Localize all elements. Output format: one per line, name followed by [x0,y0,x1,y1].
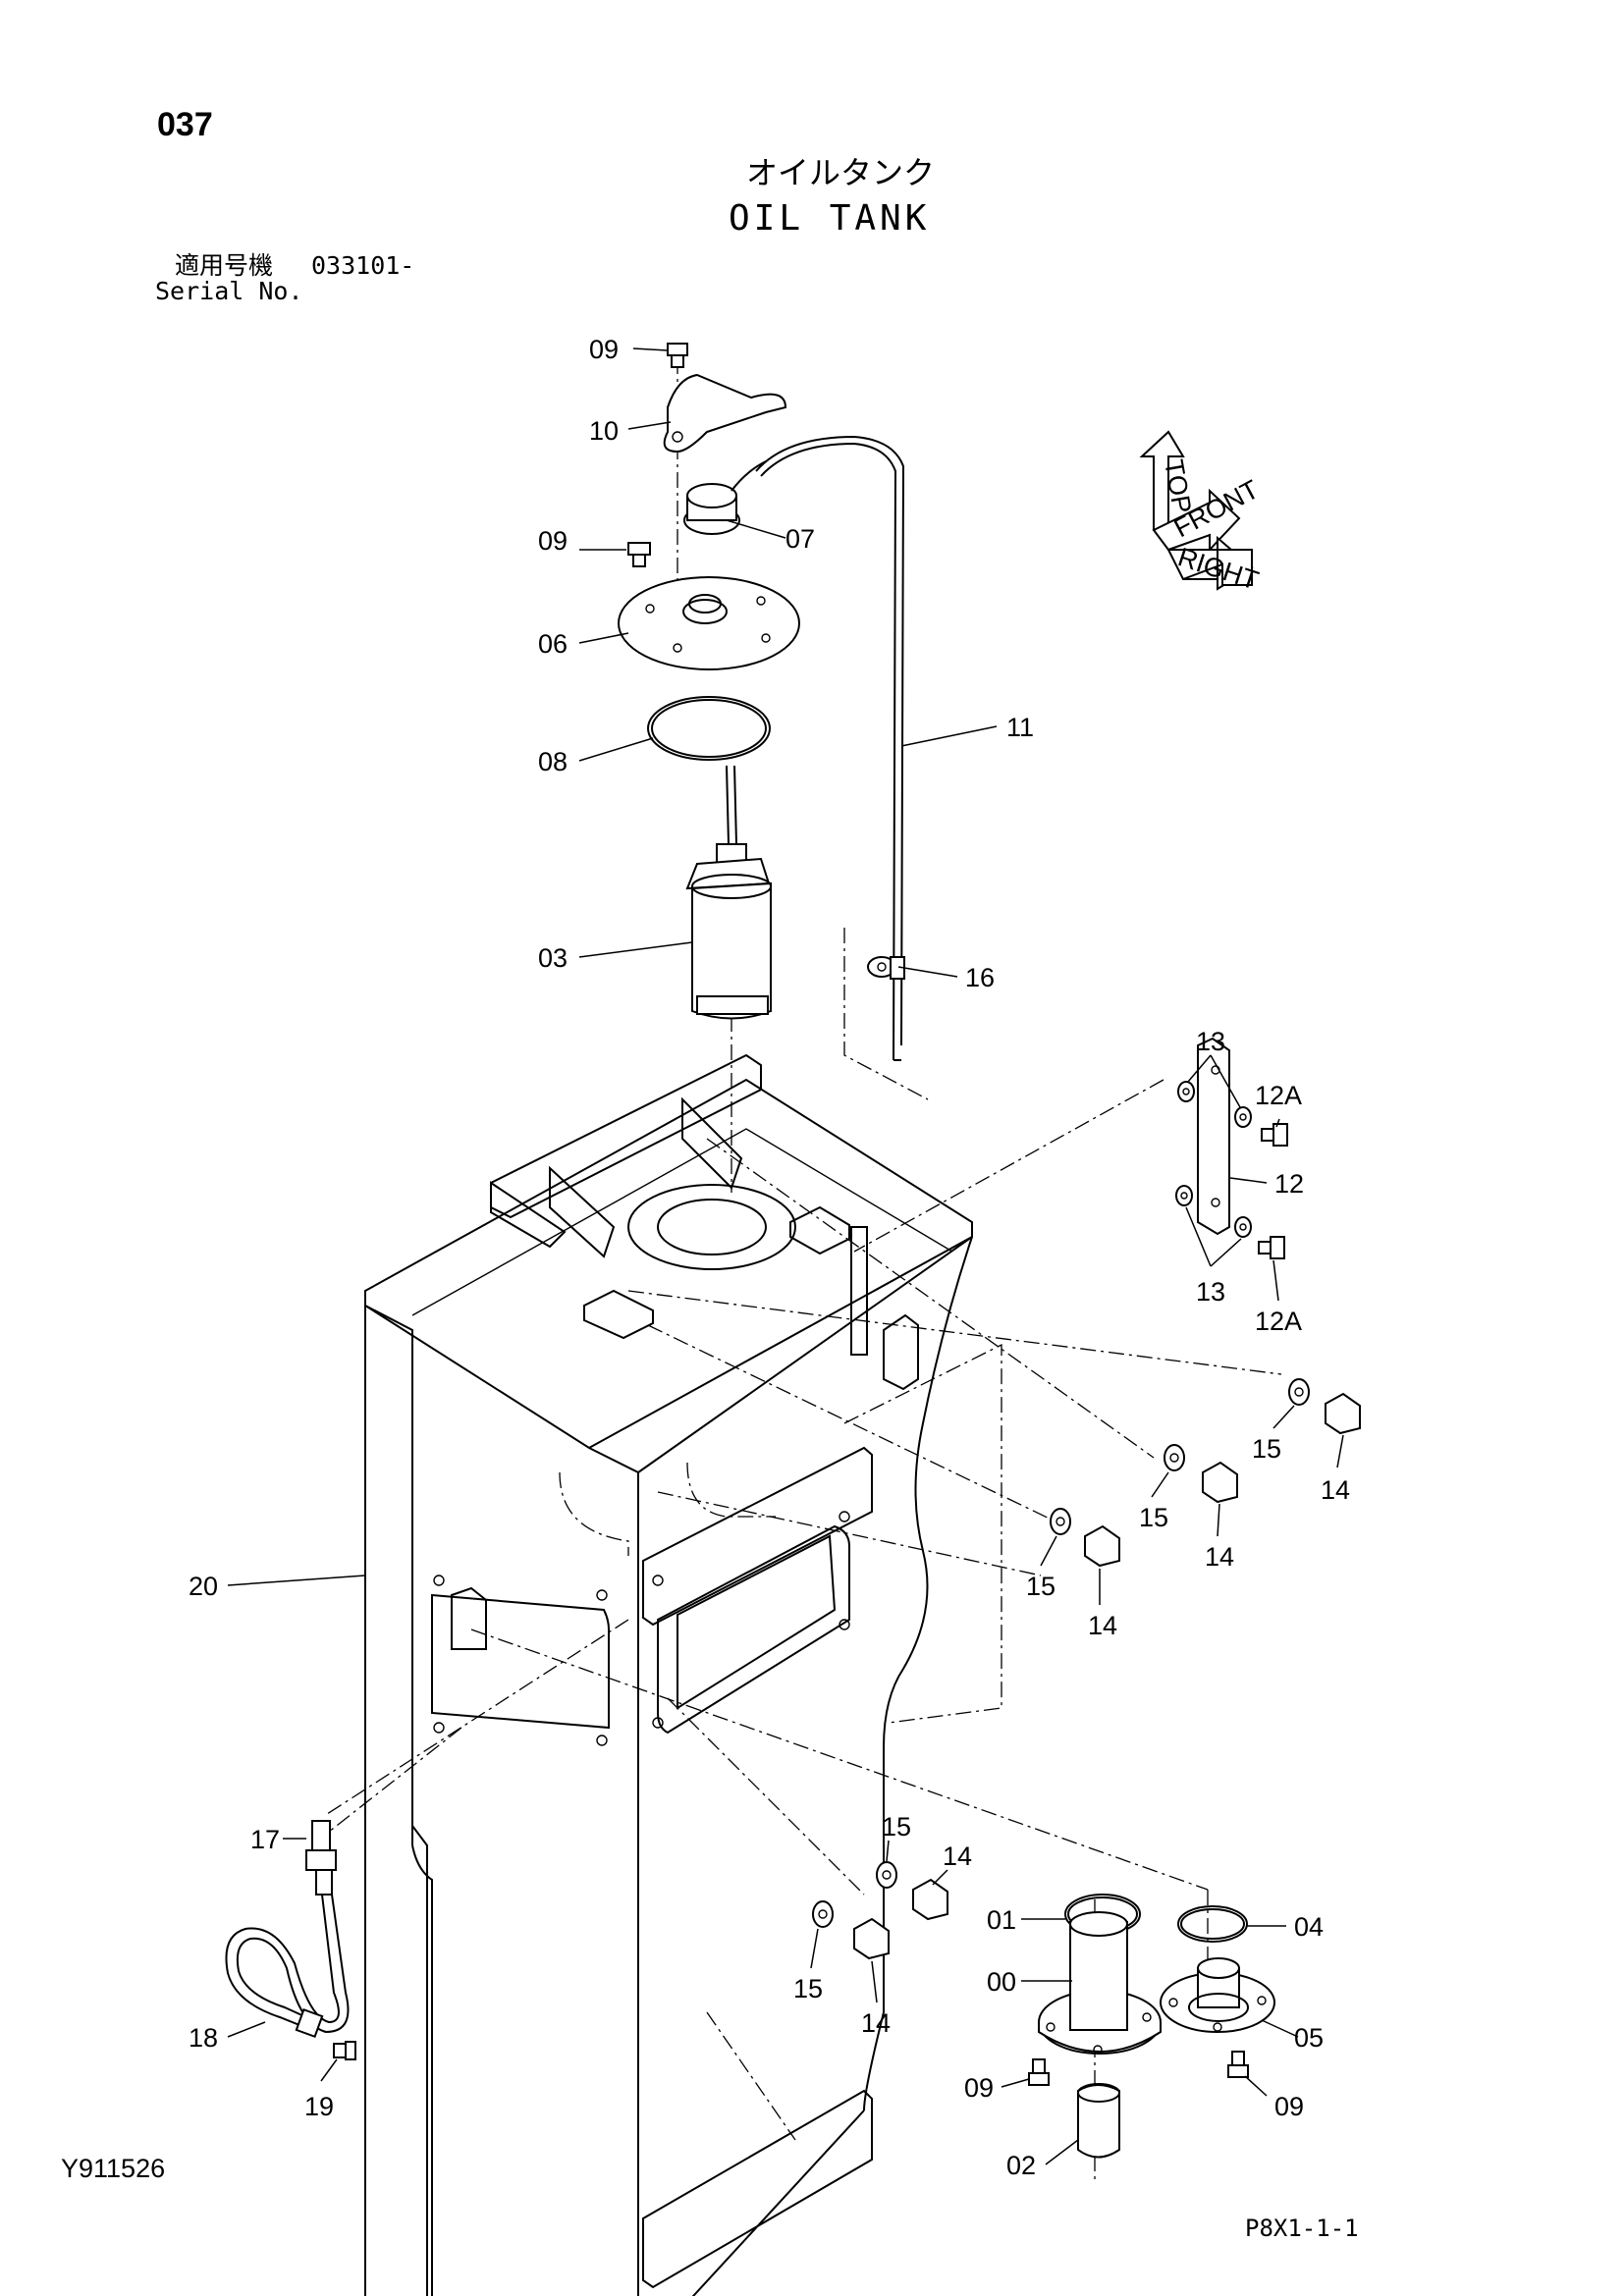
callout-10: 10 [589,416,619,446]
bolt-14-a [1325,1392,1361,1435]
bolt-14-c [1084,1524,1120,1568]
serial-label-jp: 適用号機 [175,251,274,280]
callout-06: 06 [538,629,568,659]
leader-lines [227,347,1344,2165]
washer-13-upper-a [1177,1081,1195,1102]
washer-15-d [876,1861,897,1889]
bolt-12A-lower [1258,1236,1285,1259]
bolt-09-flange [627,542,651,567]
orientation-icon: TOP FRONT RIGHT [1139,430,1264,596]
callout-09-cap-bolt: 09 [589,335,619,364]
callout-18: 18 [189,2023,218,2053]
callout-02: 02 [1006,2151,1036,2180]
oil-tank-body [364,928,1002,2296]
serial-label-en: Serial No. [155,277,303,305]
bolt-14-e [853,1917,890,1960]
washer-15-e [812,1900,834,1928]
callout-14-a: 14 [1321,1475,1350,1505]
flange-05 [1160,1957,1275,2033]
callout-16: 16 [965,963,995,992]
callout-14-d: 14 [943,1842,972,1871]
callout-14-c: 14 [1088,1611,1117,1640]
callout-13-bottom: 13 [1196,1277,1225,1307]
callout-03: 03 [538,943,568,973]
title-japanese: オイルタンク [746,154,936,191]
bolt-09-left [1028,2058,1050,2086]
pipe-flange-00 [1038,1911,1162,2055]
washer-15-c [1050,1508,1071,1535]
o-ring-08 [647,696,771,761]
callout-17: 17 [250,1825,280,1854]
callout-08: 08 [538,747,568,776]
callout-00: 00 [987,1967,1016,1997]
callout-15-b: 15 [1139,1503,1168,1532]
callout-04: 04 [1294,1912,1324,1942]
washer-15-a [1288,1378,1310,1406]
callout-15-d: 15 [882,1812,911,1842]
callout-labels: 09 10 07 09 06 08 11 03 16 13 12A 12 13 … [189,335,1350,2180]
callout-13-top: 13 [1196,1027,1225,1056]
callout-12A-bottom: 12A [1255,1307,1302,1336]
o-ring-04 [1177,1905,1248,1943]
callout-15-c: 15 [1026,1572,1056,1601]
callout-05: 05 [1294,2023,1324,2053]
callout-09-left: 09 [964,2073,994,2103]
serial-value: 033101- [311,251,415,280]
drawing-id: Y911526 [61,2154,166,2183]
bolt-14-b [1202,1461,1238,1504]
bracket-10 [663,373,787,454]
callout-14-e: 14 [861,2008,891,2038]
washer-13-lower-b [1234,1216,1252,1238]
callout-15-e: 15 [793,1974,823,2003]
washer-13-lower-a [1175,1185,1193,1206]
callout-19: 19 [304,2092,334,2121]
callout-01: 01 [987,1905,1016,1935]
callout-20: 20 [189,1572,218,1601]
bolt-09-top [667,343,688,368]
callout-12: 12 [1274,1169,1304,1199]
page-title: OIL TANK [729,198,931,239]
plug-02 [1077,2083,1120,2159]
clip-16 [867,956,905,980]
hose-18 [225,1869,350,2039]
callout-07: 07 [785,524,815,554]
callout-12A-top: 12A [1255,1081,1302,1110]
plug-19 [333,2041,356,2060]
callout-15-a: 15 [1252,1434,1281,1464]
callout-11: 11 [1006,713,1034,742]
bolt-12A-upper [1261,1123,1288,1147]
washer-13-upper-b [1234,1106,1252,1128]
washer-15-b [1164,1444,1185,1471]
dipstick-11 [755,435,905,1061]
flange-plate-06 [618,576,800,670]
page-code: P8X1-1-1 [1245,2215,1359,2242]
page-number: 037 [157,106,213,143]
cap-07 [683,460,767,535]
bolt-09-right [1227,2051,1249,2078]
callout-14-b: 14 [1205,1542,1234,1572]
bolt-14-d [912,1878,948,1921]
callout-09-right: 09 [1274,2092,1304,2121]
callout-09-flange-bolt: 09 [538,526,568,556]
filter-element-03 [685,765,772,1020]
bar-12 [1197,1037,1230,1236]
